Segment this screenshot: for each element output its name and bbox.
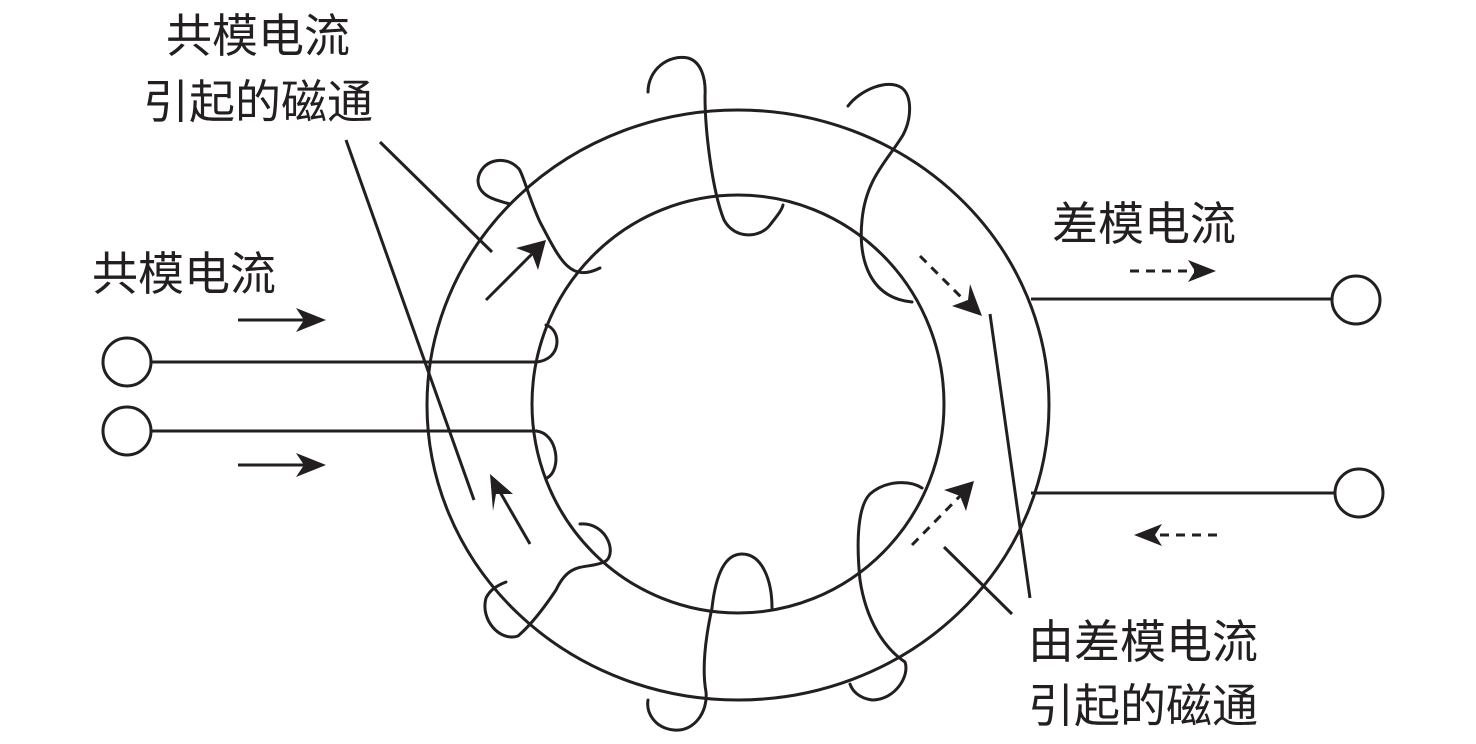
winding-turn: [846, 82, 914, 304]
dashed-flux-arrow-icon: [918, 254, 968, 304]
leader-lines: [344, 139, 1032, 616]
dm-current-label: 差模电流: [1052, 197, 1236, 251]
arrow-head-icon: [944, 481, 974, 511]
arrow-head-icon: [296, 453, 326, 477]
flux-arrow-icon: [498, 491, 532, 545]
toroid-outer-ring: [425, 108, 1051, 702]
leader-line: [378, 140, 494, 254]
leader-line: [988, 313, 1032, 599]
common-mode-flux-arrows: [484, 240, 546, 545]
cm-flux-label-line2: 引起的磁通: [143, 75, 373, 129]
labels: 共模电流 引起的磁通 共模电流 差模电流 由差模电流 引起的磁通: [92, 9, 1258, 733]
toroid-inner-ring: [530, 193, 946, 615]
flux-arrow-icon: [484, 252, 534, 302]
dashed-flux-arrow-icon: [910, 494, 962, 547]
winding-turn: [646, 606, 714, 732]
dm-flux-label-line1: 由差模电流: [1028, 615, 1258, 669]
terminal-circle: [1330, 274, 1382, 326]
leader-line: [942, 545, 1014, 616]
leader-line: [344, 139, 476, 501]
differential-mode-flux-arrows: [910, 254, 982, 547]
winding-turn: [710, 552, 774, 610]
arrow-head-icon: [1188, 260, 1216, 282]
cm-flux-label-line1: 共模电流: [166, 9, 350, 63]
dm-flux-label-line2: 引起的磁通: [1028, 679, 1258, 733]
arrow-head-icon: [1134, 524, 1162, 546]
common-mode-current-arrows: [238, 308, 326, 477]
cm-current-label: 共模电流: [92, 247, 276, 301]
terminal-circle: [101, 405, 153, 457]
winding-turn: [476, 158, 602, 275]
differential-mode-current-arrows: [1130, 260, 1222, 546]
arrow-head-icon: [952, 284, 982, 316]
arrow-head-icon: [490, 474, 513, 511]
right-leads: [1031, 274, 1385, 519]
left-leads: [101, 336, 538, 457]
winding-turn: [646, 55, 785, 237]
arrow-head-icon: [516, 240, 546, 270]
toroid-core: [425, 108, 1051, 702]
winding-turns: [476, 55, 924, 732]
winding-turn: [534, 323, 559, 364]
terminal-circle: [1333, 467, 1385, 519]
winding-turn: [534, 429, 558, 480]
winding-turn: [848, 481, 924, 702]
terminal-circle: [101, 336, 153, 388]
arrow-head-icon: [296, 308, 326, 332]
winding-turn: [483, 522, 612, 639]
